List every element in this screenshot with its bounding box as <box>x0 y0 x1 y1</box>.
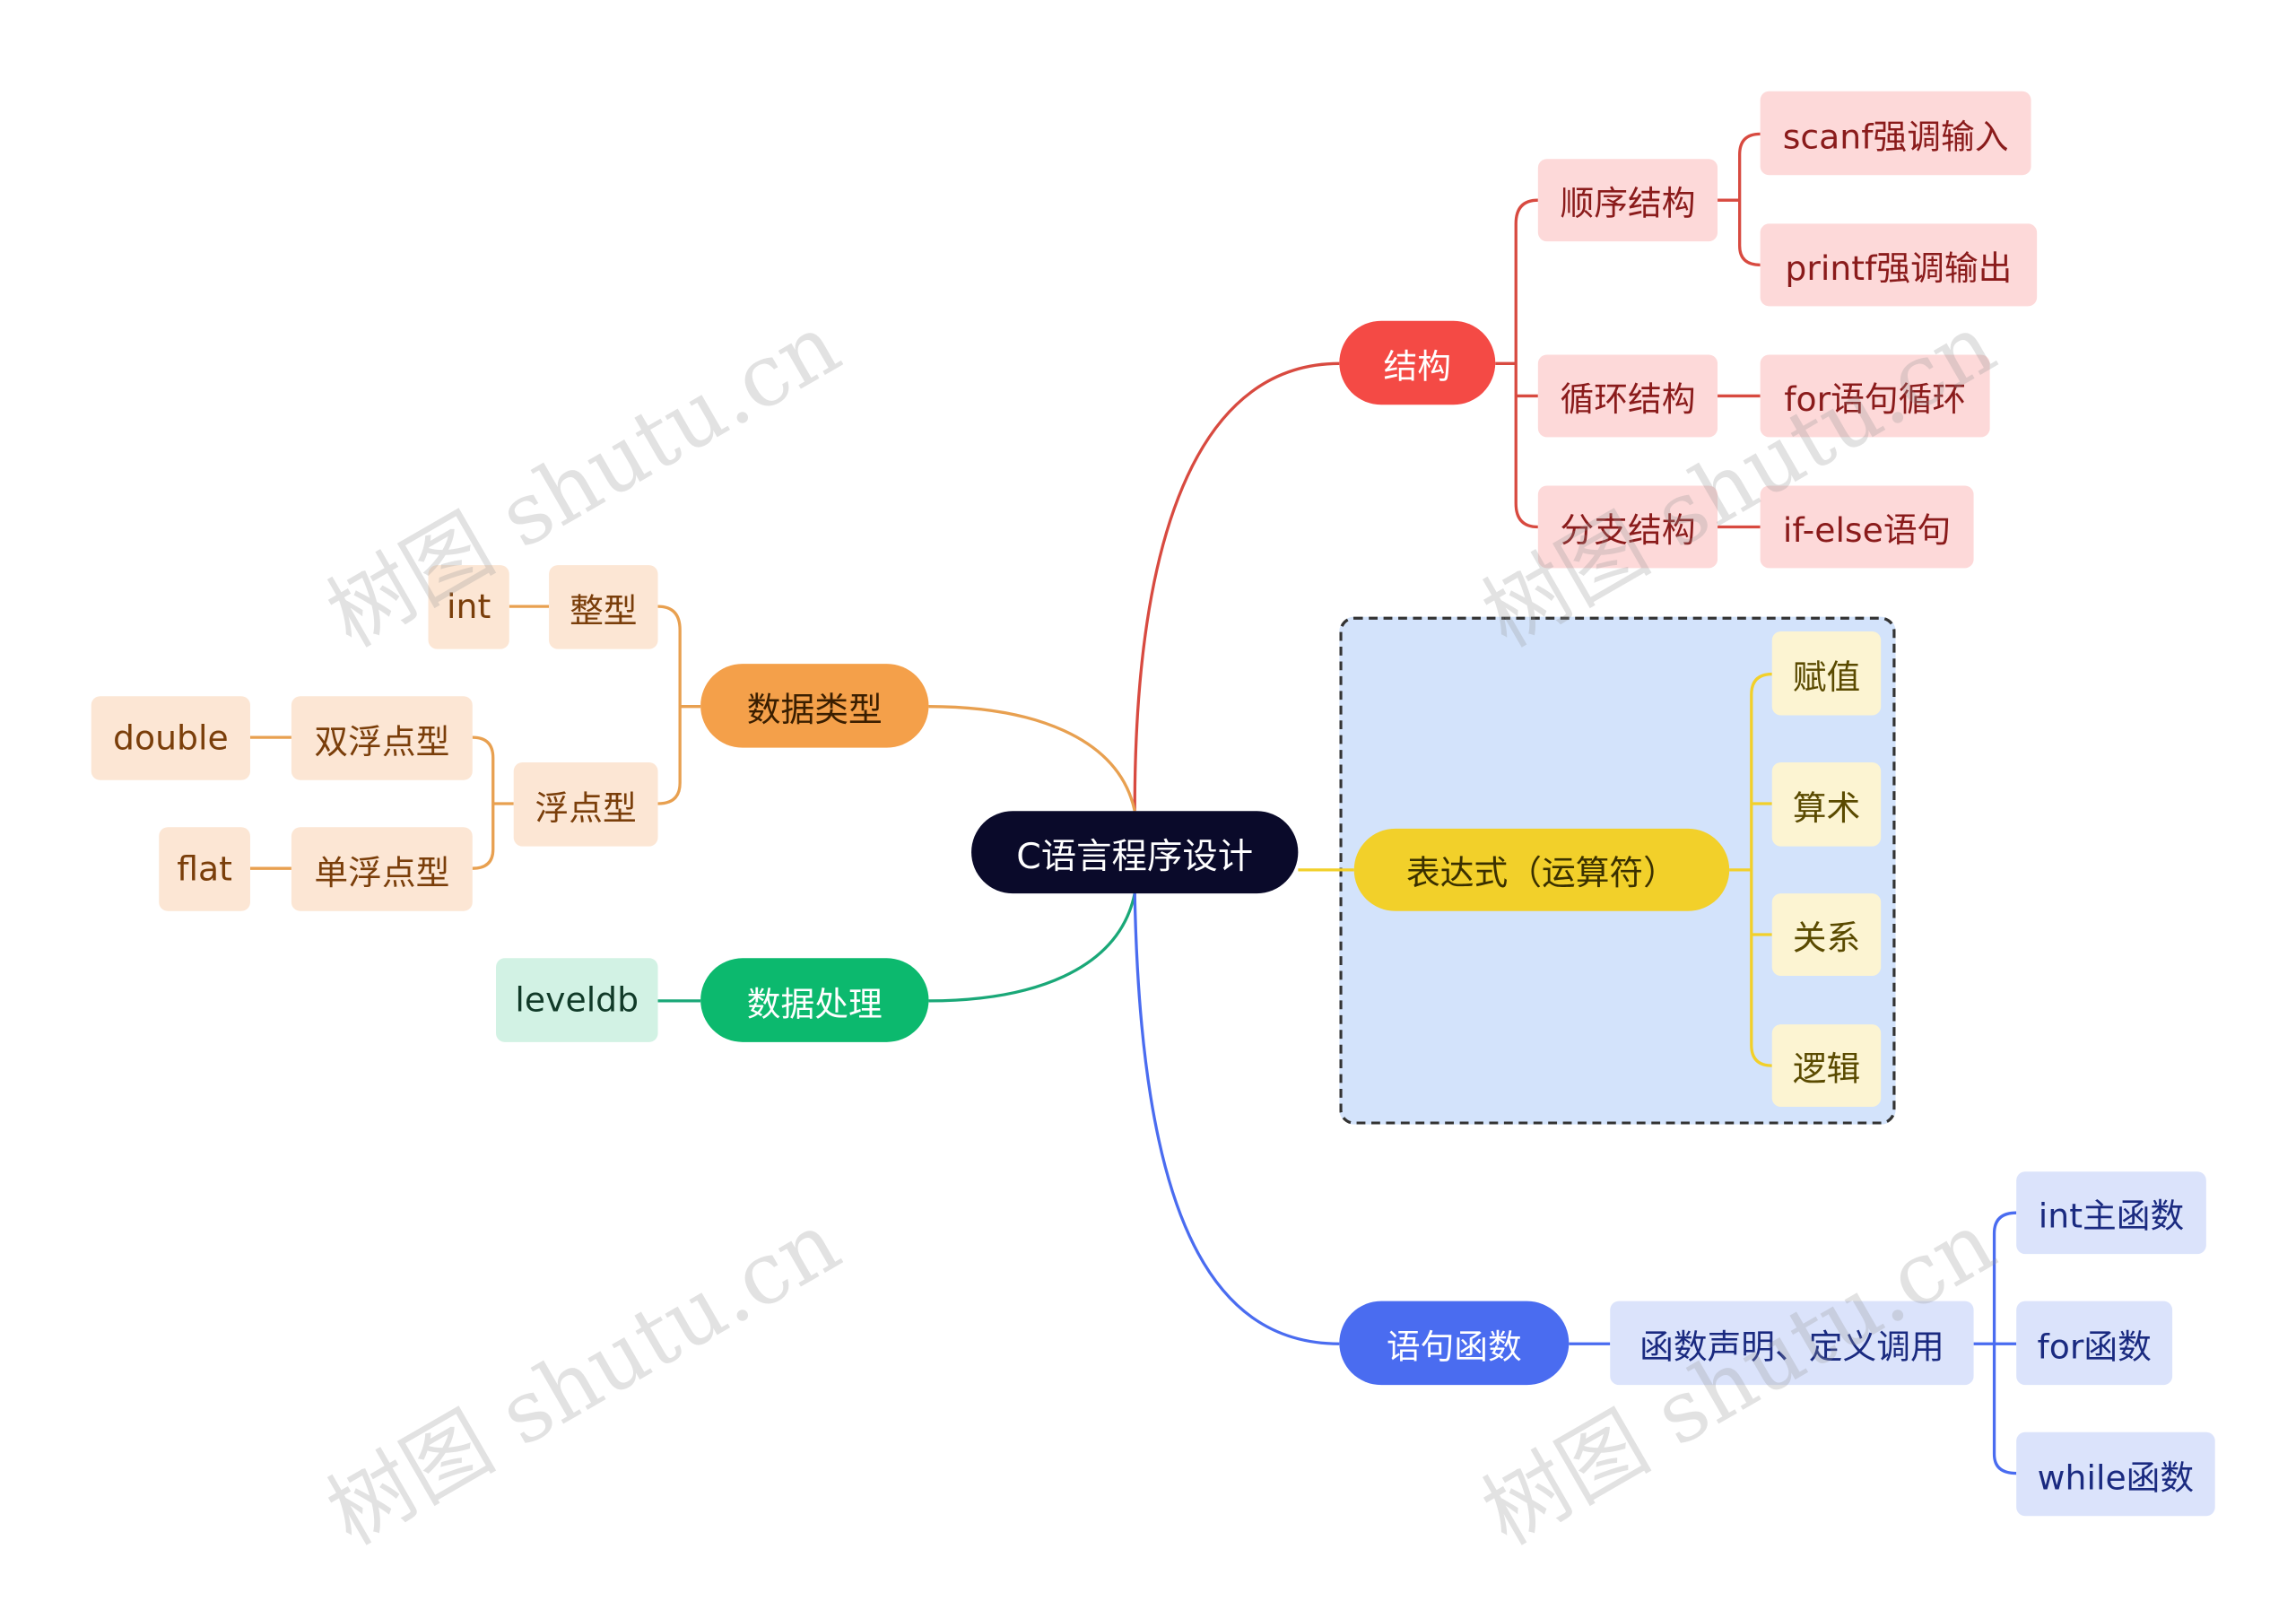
edge-datatypes-children <box>657 605 701 805</box>
for-loop-node[interactable]: for语句循环 <box>1760 354 1990 438</box>
sequence-structure-node[interactable]: 顺序结构 <box>1537 159 1718 242</box>
expression-node[interactable]: 表达式（运算符） <box>1353 828 1730 911</box>
edge-root-functions <box>1133 893 1340 1345</box>
edge-decl-children <box>1973 1211 2017 1475</box>
if-else-node[interactable]: if-else语句 <box>1760 485 1974 569</box>
double-float-node[interactable]: 双浮点型 <box>291 696 473 780</box>
int-main-node[interactable]: int主函数 <box>2016 1171 2206 1255</box>
branch-structure-node[interactable]: 分支结构 <box>1537 485 1718 569</box>
data-processing-node[interactable]: 数据处理 <box>700 958 929 1042</box>
int-node[interactable]: int <box>428 565 509 649</box>
for-function-node[interactable]: for函数 <box>2016 1301 2173 1386</box>
arithmetic-node[interactable]: 算术 <box>1771 762 1882 847</box>
root-node[interactable]: C语言程序设计 <box>971 811 1299 894</box>
data-types-node[interactable]: 数据类型 <box>700 664 929 748</box>
edge-root-structure <box>1133 361 1340 812</box>
flat-node[interactable]: flat <box>159 827 250 911</box>
float-node[interactable]: 浮点型 <box>513 762 658 847</box>
single-float-node[interactable]: 单浮点型 <box>291 827 473 911</box>
edge-structure-children <box>1495 198 1538 529</box>
while-function-node[interactable]: while函数 <box>2016 1431 2215 1517</box>
printf-node[interactable]: printf强调输出 <box>1760 223 2038 307</box>
scanf-node[interactable]: scanf强调输入 <box>1760 91 2031 176</box>
logical-node[interactable]: 逻辑 <box>1771 1024 1882 1108</box>
loop-structure-node[interactable]: 循环结构 <box>1537 354 1718 438</box>
edge-float-children <box>472 735 514 870</box>
integer-node[interactable]: 整型 <box>549 565 658 649</box>
functions-node[interactable]: 语句函数 <box>1339 1301 1570 1386</box>
edge-expression-children <box>1729 672 1772 1067</box>
edge-root-dataproc <box>928 892 1136 1003</box>
edge-root-datatypes <box>928 705 1136 812</box>
relational-node[interactable]: 关系 <box>1771 893 1882 976</box>
structure-node[interactable]: 结构 <box>1339 320 1496 405</box>
edge-sequence-children <box>1718 132 1761 267</box>
double-node[interactable]: double <box>91 696 250 780</box>
assignment-node[interactable]: 赋值 <box>1771 631 1882 716</box>
function-declaration-node[interactable]: 函数声明、定义调用 <box>1610 1301 1974 1386</box>
leveldb-node[interactable]: leveldb <box>496 958 658 1042</box>
